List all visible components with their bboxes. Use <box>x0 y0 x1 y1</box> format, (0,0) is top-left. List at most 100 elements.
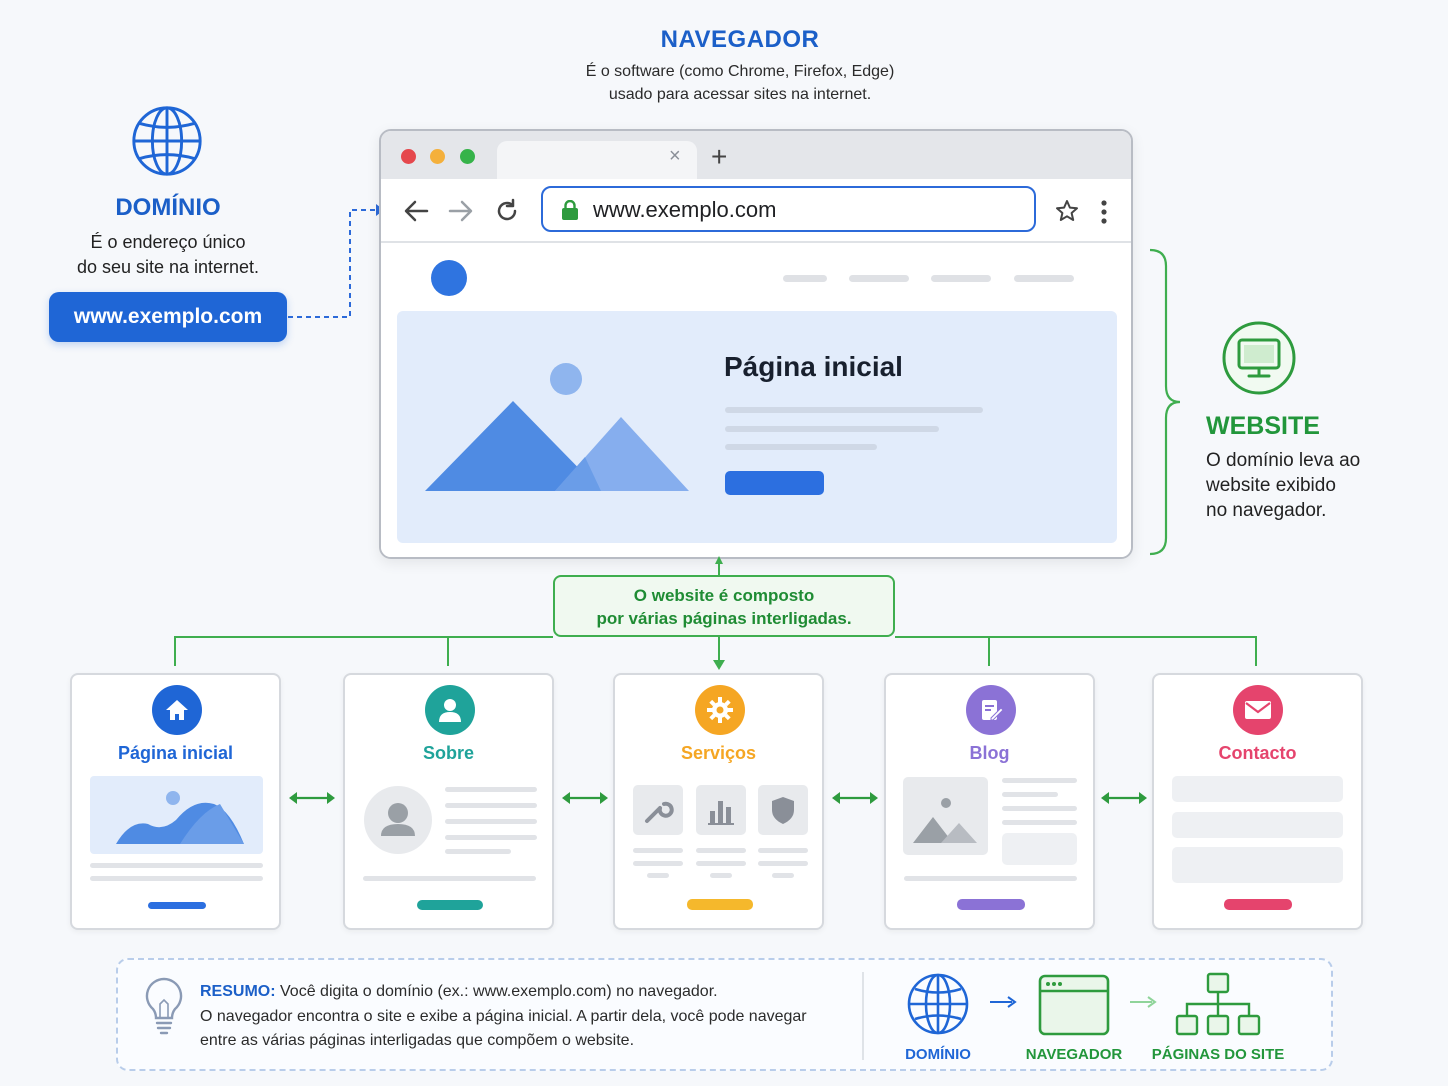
hero-cta-button[interactable] <box>725 471 824 495</box>
text-block-placeholder <box>1002 833 1077 865</box>
lightbulb-icon <box>145 977 183 1035</box>
page-card-home[interactable]: Página inicial <box>70 673 281 930</box>
bidirectional-arrow-icon <box>1101 792 1147 804</box>
text-placeholder <box>633 861 683 866</box>
globe-icon <box>132 106 202 176</box>
text-placeholder <box>696 861 746 866</box>
text-placeholder <box>445 819 537 824</box>
sitemap-icon <box>1175 972 1261 1036</box>
form-field-placeholder[interactable] <box>1172 847 1343 883</box>
image-placeholder <box>90 776 263 854</box>
text-placeholder <box>445 849 511 854</box>
website-note: O website é composto por várias páginas … <box>553 575 895 637</box>
form-field-placeholder[interactable] <box>1172 776 1343 802</box>
domain-connector <box>288 204 384 318</box>
site-nav-item[interactable] <box>783 275 827 282</box>
page-card-label: Página inicial <box>117 743 234 763</box>
globe-icon <box>907 973 969 1035</box>
page-card-button[interactable] <box>1224 899 1292 910</box>
page-card-blog[interactable]: Blog <box>884 673 1095 930</box>
page-card-label: Contacto <box>1218 743 1297 763</box>
reload-icon[interactable] <box>494 198 520 224</box>
text-placeholder <box>1002 806 1077 811</box>
gear-icon <box>695 685 745 735</box>
flow-label-pages: PÁGINAS DO SITE <box>1151 1046 1285 1063</box>
image-placeholder <box>903 777 988 855</box>
text-placeholder <box>633 848 683 853</box>
site-logo[interactable] <box>431 260 467 296</box>
bidirectional-arrow-icon <box>562 792 608 804</box>
text-placeholder <box>696 848 746 853</box>
back-arrow-icon[interactable] <box>403 199 429 223</box>
tab-close-icon[interactable]: × <box>669 145 681 167</box>
browser-tab[interactable] <box>497 141 697 181</box>
text-placeholder <box>1002 820 1077 825</box>
text-placeholder <box>1002 778 1077 783</box>
minimize-window-dot[interactable] <box>430 149 445 164</box>
page-card-label: Serviços <box>680 743 757 763</box>
website-bracket <box>1149 248 1181 556</box>
browser-window: × + www.exemplo.com Página inicial <box>379 129 1133 559</box>
text-placeholder <box>772 873 794 878</box>
site-nav-item[interactable] <box>931 275 991 282</box>
navegador-title: NAVEGADOR <box>660 26 820 53</box>
page-card-contact[interactable]: Contacto <box>1152 673 1363 930</box>
page-card-button[interactable] <box>687 899 753 910</box>
text-placeholder <box>904 876 1077 881</box>
forward-arrow-icon[interactable] <box>448 199 474 223</box>
dominio-description: É o endereço único do seu site na intern… <box>76 232 260 277</box>
maximize-window-dot[interactable] <box>460 149 475 164</box>
bidirectional-arrow-icon <box>832 792 878 804</box>
summary-box: RESUMO: Você digita o domínio (ex.: www.… <box>116 958 1333 1071</box>
summary-text: RESUMO: Você digita o domínio (ex.: www.… <box>200 983 807 1049</box>
avatar-placeholder-icon <box>364 786 432 854</box>
bidirectional-arrow-icon <box>289 792 335 804</box>
page-card-services[interactable]: Serviços <box>613 673 824 930</box>
text-placeholder <box>90 863 263 868</box>
flow-label-domain: DOMÍNIO <box>905 1046 971 1063</box>
page-card-button[interactable] <box>148 902 206 909</box>
text-placeholder <box>1002 792 1058 797</box>
text-placeholder <box>758 861 808 866</box>
hero-title: Página inicial <box>724 351 903 382</box>
text-placeholder <box>90 876 263 881</box>
page-card-label: Blog <box>969 743 1010 763</box>
close-window-dot[interactable] <box>401 149 416 164</box>
text-placeholder <box>725 407 983 413</box>
shield-icon <box>758 785 808 835</box>
address-bar[interactable]: www.exemplo.com <box>541 186 1036 232</box>
browser-toolbar: www.exemplo.com <box>381 179 1131 243</box>
menu-dots-icon[interactable] <box>1099 199 1109 225</box>
wrench-icon <box>633 785 683 835</box>
url-text: www.exemplo.com <box>593 197 777 222</box>
mail-icon <box>1233 685 1283 735</box>
webpage-content: Página inicial <box>381 243 1131 557</box>
monitor-icon <box>1222 321 1296 395</box>
summary-label: RESUMO: <box>200 983 276 1000</box>
site-nav-item[interactable] <box>1014 275 1074 282</box>
landscape-image-icon <box>425 363 689 491</box>
page-card-about[interactable]: Sobre <box>343 673 554 930</box>
page-tree-connectors <box>174 556 1257 670</box>
hero-banner: Página inicial <box>397 311 1117 543</box>
flow-label-browser: NAVEGADOR <box>1025 1046 1123 1063</box>
new-tab-icon[interactable]: + <box>711 141 728 172</box>
lock-icon <box>562 200 578 220</box>
text-placeholder <box>710 873 732 878</box>
form-field-placeholder[interactable] <box>1172 812 1343 838</box>
user-icon <box>425 685 475 735</box>
text-placeholder <box>445 835 537 840</box>
domain-pill: www.exemplo.com <box>49 292 287 342</box>
website-description: O domínio leva ao website exibido no nav… <box>1206 450 1361 521</box>
page-card-button[interactable] <box>417 900 483 910</box>
text-placeholder <box>725 426 939 432</box>
dominio-title: DOMÍNIO <box>115 194 221 221</box>
text-placeholder <box>725 444 877 450</box>
text-placeholder <box>445 803 537 808</box>
arrow-right-icon <box>1130 996 1157 1008</box>
home-icon <box>152 685 202 735</box>
summary-divider <box>862 972 864 1060</box>
site-nav-item[interactable] <box>849 275 909 282</box>
page-card-button[interactable] <box>957 899 1025 910</box>
star-icon[interactable] <box>1055 199 1079 223</box>
